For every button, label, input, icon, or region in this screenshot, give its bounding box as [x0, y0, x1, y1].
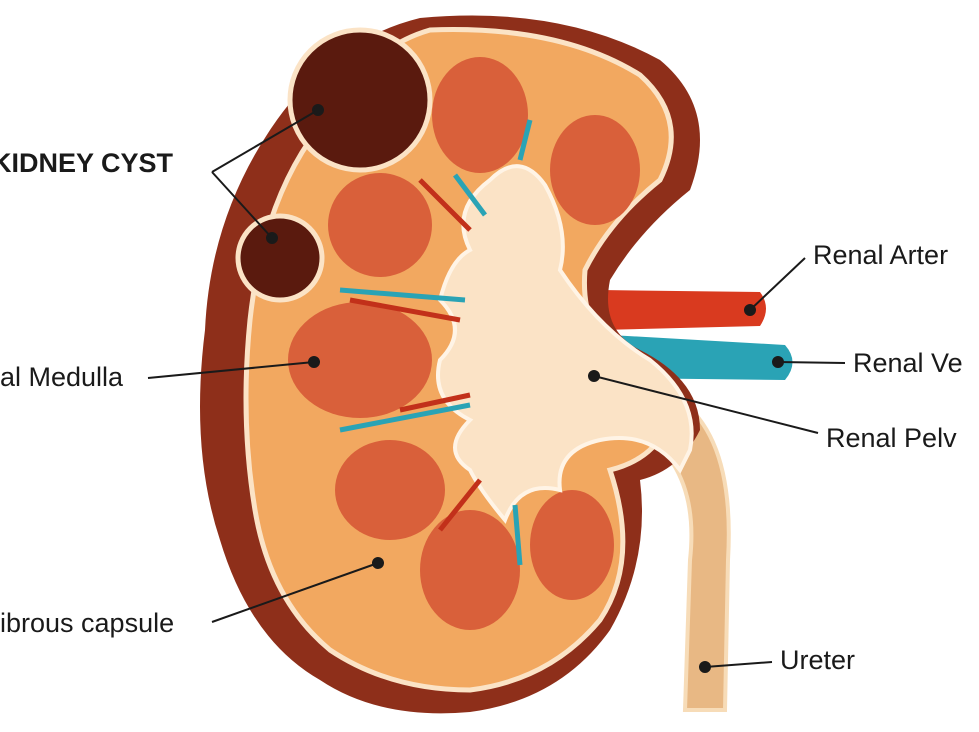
- leader-dot: [699, 661, 711, 673]
- label-renal-artery: Renal Arter: [813, 240, 949, 270]
- leader-line-cyst-small: [211, 171, 273, 239]
- label-renal-pelvis: Renal Pelv: [826, 423, 957, 453]
- renal-artery: [600, 290, 766, 330]
- leader-dot: [744, 304, 756, 316]
- leader-dot: [372, 557, 384, 569]
- interlobar-vein: [512, 504, 523, 566]
- interlobar-artery: [349, 297, 461, 323]
- interlobar-artery: [418, 178, 472, 232]
- leader-line-ureter: [704, 661, 773, 668]
- interlobar-vein: [453, 173, 487, 217]
- interlobar-artery: [399, 392, 471, 413]
- kidney-cyst-large: [287, 27, 433, 173]
- label-fibrous-capsule: ibrous capsule: [0, 608, 175, 638]
- label-ureter: Ureter: [780, 645, 856, 675]
- renal-pyramid: [420, 510, 520, 630]
- renal-pyramid: [335, 440, 445, 540]
- leader-line-renal-artery: [749, 257, 806, 311]
- leader-line-renal-vein: [777, 361, 846, 364]
- leader-line-cyst-large: [211, 109, 319, 173]
- interlobar-vein: [339, 402, 471, 433]
- label-kidney-cyst: KIDNEY CYST: [0, 148, 174, 178]
- leader-line-renal-pelvis: [593, 375, 819, 434]
- leader-dot: [772, 356, 784, 368]
- leader-dot: [588, 370, 600, 382]
- renal-pyramid: [328, 173, 432, 277]
- kidney-cyst-small: [235, 213, 325, 303]
- leader-dot: [308, 356, 320, 368]
- renal-pyramid: [288, 302, 432, 418]
- interlobar-vein: [339, 287, 466, 303]
- renal-pyramid: [530, 490, 614, 600]
- label-renal-vein: Renal Ve: [853, 348, 963, 378]
- interlobar-vein: [517, 119, 533, 161]
- renal-pelvis-shape: [436, 164, 694, 524]
- renal-pyramid: [550, 115, 640, 225]
- leader-dot: [312, 104, 324, 116]
- leader-line-fibrous-capsule: [211, 562, 379, 623]
- renal-pyramid: [432, 57, 528, 173]
- interlobar-artery: [438, 478, 482, 532]
- leader-dot: [266, 232, 278, 244]
- leader-line-renal-medulla: [147, 361, 315, 379]
- label-renal-medulla: al Medulla: [0, 362, 124, 392]
